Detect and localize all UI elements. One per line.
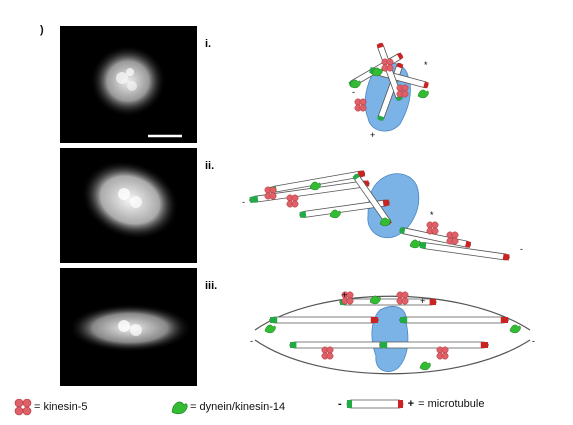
stage-2-schematic: - - * [242,169,523,262]
svg-text:+: + [420,296,425,306]
svg-text:-: - [352,87,355,97]
legend-microtubule: - + = microtubule [338,398,484,410]
stage-3-schematic: + + - - [250,290,535,375]
svg-text:*: * [430,210,434,220]
stage-label-2: ii. [205,160,215,172]
legend-microtubule-label: = microtubule [418,398,485,410]
panel-corner-mark: ) [40,24,44,36]
svg-text:+: + [342,290,347,300]
legend-dynein: = dynein/kinesin-14 [170,398,285,416]
chromatin [371,306,409,372]
svg-text:-: - [250,336,253,346]
micrograph-stage-3 [60,268,197,386]
svg-text:+: + [370,130,375,140]
dynein-icon [171,401,188,415]
legend-mt-plus: + [407,398,415,410]
micrograph-stage-2 [60,148,197,263]
svg-text:*: * [424,60,428,70]
stage-label-3: iii. [205,280,218,292]
kinesin5-icon [14,398,32,416]
spindle-schematic: - * + - - * [242,42,535,375]
stage-1-schematic: - * + [348,42,430,140]
legend-kinesin5: = kinesin-5 [14,398,88,416]
legend-mt-minus: - [338,398,342,410]
svg-text:-: - [520,244,523,254]
stage-label-1: i. [205,38,212,50]
legend-dynein-label: = dynein/kinesin-14 [190,401,286,413]
micrograph-stage-1 [60,26,197,143]
svg-text:-: - [532,336,535,346]
microtubule-icon [346,399,404,409]
svg-text:-: - [242,197,245,207]
legend-kinesin5-label: = kinesin-5 [34,401,88,413]
